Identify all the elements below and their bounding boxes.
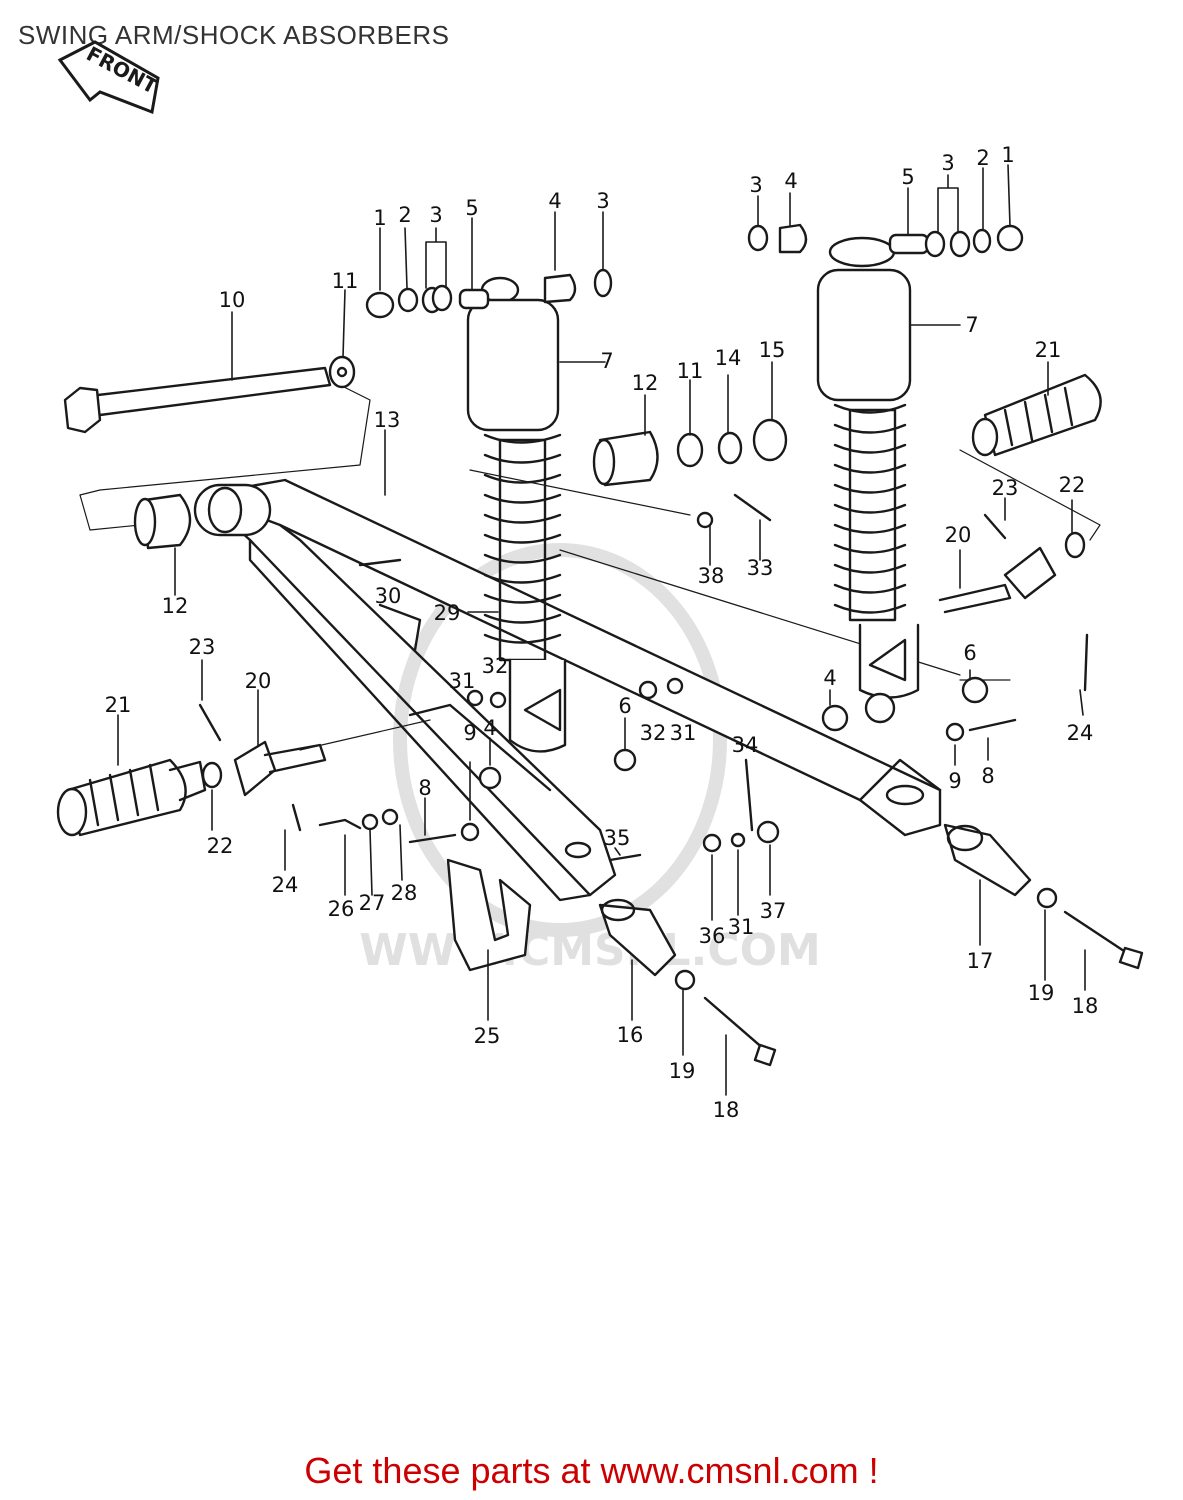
front-arrow-tag: FRONT	[57, 40, 162, 115]
callout-label: 32	[482, 654, 509, 678]
callout-label: 34	[732, 733, 759, 757]
top-hardware-right	[747, 223, 1024, 258]
callout-label: 5	[901, 165, 914, 189]
callout-label: 31	[670, 721, 697, 745]
callout-label: 19	[669, 1059, 696, 1083]
callout-label: 1	[1001, 143, 1014, 167]
footpeg-bracket-right	[938, 513, 1086, 614]
callout-label: 12	[632, 371, 659, 395]
callout-label: 4	[784, 169, 797, 193]
callout-label: 13	[374, 408, 401, 432]
callout-label: 16	[617, 1023, 644, 1047]
callout-label: 36	[699, 924, 726, 948]
callout-label: 3	[429, 203, 442, 227]
callout-label: 10	[219, 288, 246, 312]
callout-label: 8	[981, 764, 994, 788]
callout-label: 4	[548, 189, 561, 213]
callout-label: 21	[105, 693, 132, 717]
axis-lines	[79, 384, 1101, 751]
callout-labels: 1 2 3 5 4 3 10 11 7 3 4 5 3 2 1 7 12 11 …	[105, 143, 1099, 1122]
callout-label: 20	[245, 669, 272, 693]
callout-label: 4	[823, 666, 836, 690]
callout-label: 27	[359, 891, 386, 915]
lower-hardware	[291, 493, 1089, 862]
callout-label: 29	[434, 601, 461, 625]
callout-label: 32	[640, 721, 667, 745]
callout-label: 33	[747, 556, 774, 580]
callout-label: 30	[375, 584, 402, 608]
callout-label: 6	[963, 641, 976, 665]
callout-label: 31	[728, 915, 755, 939]
footpeg-rubber-right	[971, 373, 1102, 457]
shock-absorber-right	[816, 236, 920, 699]
callout-label: 31	[449, 669, 476, 693]
callout-label: 8	[418, 776, 431, 800]
chain-adjuster-left	[598, 898, 777, 1067]
callout-label: 4	[483, 716, 496, 740]
callout-label: 17	[967, 949, 994, 973]
callout-label: 3	[749, 173, 762, 197]
callout-label: 1	[373, 206, 386, 230]
callout-label: 9	[948, 769, 961, 793]
callout-label: 18	[713, 1098, 740, 1122]
callout-label: 15	[759, 338, 786, 362]
pivot-bolt	[63, 355, 356, 434]
callout-label: 18	[1072, 994, 1099, 1018]
callout-label: 35	[604, 826, 631, 850]
leader-lines	[117, 164, 1086, 1096]
callout-label: 23	[189, 635, 216, 659]
callout-label: 2	[976, 146, 989, 170]
watermark-text: WWW.CMSNL.COM	[359, 925, 821, 976]
callout-label: 21	[1035, 338, 1062, 362]
callout-label: 22	[207, 834, 234, 858]
callout-label: 2	[398, 203, 411, 227]
callout-label: 38	[698, 564, 725, 588]
footpeg-rubber-left	[56, 758, 207, 837]
callout-label: 9	[463, 721, 476, 745]
callout-label: 12	[162, 594, 189, 618]
callout-label: 6	[618, 694, 631, 718]
callout-label: 23	[992, 476, 1019, 500]
callout-label: 22	[1059, 473, 1086, 497]
top-hardware-left	[365, 268, 613, 319]
callout-label: 7	[965, 313, 978, 337]
callout-label: 25	[474, 1024, 501, 1048]
callout-label: 24	[272, 873, 299, 897]
callout-label: 7	[600, 349, 613, 373]
callout-label: 11	[677, 359, 704, 383]
callout-label: 28	[391, 881, 418, 905]
callout-label: 19	[1028, 981, 1055, 1005]
callout-label: 26	[328, 897, 355, 921]
callout-label: 5	[465, 196, 478, 220]
chain-adjuster-right	[943, 823, 1144, 970]
chain-guard	[446, 858, 532, 972]
bushing-left	[133, 493, 192, 550]
callout-label: 11	[332, 269, 359, 293]
callout-label: 24	[1067, 721, 1094, 745]
footer-shop-link[interactable]: Get these parts at www.cmsnl.com !	[304, 1450, 879, 1491]
callout-label: 3	[596, 189, 609, 213]
callout-label: 3	[941, 151, 954, 175]
footpeg-bracket-left	[198, 703, 327, 797]
swing-arm-exploded-diagram: WWW.CMSNL.COM FRONT	[56, 40, 1144, 1122]
shock-absorber-left	[466, 276, 567, 753]
swing-arm	[193, 478, 942, 902]
callout-label: 20	[945, 523, 972, 547]
callout-label: 37	[760, 899, 787, 923]
callout-label: 14	[715, 346, 742, 370]
watermark: WWW.CMSNL.COM	[359, 543, 821, 976]
